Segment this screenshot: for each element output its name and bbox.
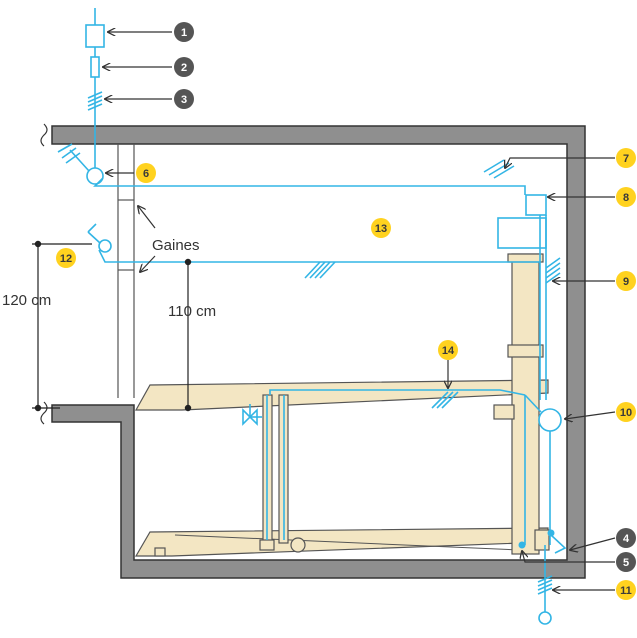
callout-5-number: 5 xyxy=(623,557,629,569)
callout-2: 2 xyxy=(174,57,194,77)
panel-8 xyxy=(497,217,547,249)
callout-11: 11 xyxy=(616,580,636,600)
dimensions xyxy=(32,240,192,412)
device-10 xyxy=(538,408,562,432)
callout-5: 5 xyxy=(616,552,636,572)
callout-10-number: 10 xyxy=(620,407,632,419)
callout-12-number: 12 xyxy=(60,253,72,265)
wiring xyxy=(57,8,567,625)
callout-9: 9 xyxy=(616,271,636,291)
height-110-label: 110 cm xyxy=(168,303,216,320)
callout-14-number: 14 xyxy=(442,345,455,357)
meter-box xyxy=(85,24,105,48)
earth-11 xyxy=(538,611,552,625)
valve-icon xyxy=(242,408,258,426)
callout-2-number: 2 xyxy=(181,62,187,74)
gaines-arrows xyxy=(138,206,156,272)
wall-section xyxy=(51,125,586,579)
beam-bracket xyxy=(493,404,515,420)
callout-13-number: 13 xyxy=(375,223,387,235)
callout-8-number: 8 xyxy=(623,192,629,204)
outlet-12 xyxy=(98,239,112,253)
callout-10: 10 xyxy=(616,402,636,422)
callout-1: 1 xyxy=(174,22,194,42)
wall-break-top xyxy=(40,123,48,147)
fuse xyxy=(90,56,100,78)
panel-8-top xyxy=(525,194,547,216)
callout-8: 8 xyxy=(616,187,636,207)
floor-structures xyxy=(134,253,549,557)
junction-6 xyxy=(86,167,104,185)
earth-dot-4 xyxy=(547,529,555,537)
upper-floor-beam xyxy=(134,379,549,411)
callout-3: 3 xyxy=(174,89,194,109)
callout-6: 6 xyxy=(136,163,156,183)
gaines-ducts xyxy=(117,144,135,398)
callout-6-number: 6 xyxy=(143,168,149,180)
callout-arrows xyxy=(103,32,616,590)
building-walls xyxy=(40,123,586,579)
callout-13: 13 xyxy=(371,218,391,238)
callout-7: 7 xyxy=(616,148,636,168)
callout-14: 14 xyxy=(438,340,458,360)
callout-11-number: 11 xyxy=(620,585,632,597)
callout-4-number: 4 xyxy=(623,533,630,545)
wall-break-bottom xyxy=(40,401,48,425)
column-cap xyxy=(507,253,544,263)
callout-7-number: 7 xyxy=(623,153,629,165)
column-collar xyxy=(507,344,544,358)
callout-12: 12 xyxy=(56,248,76,268)
callout-3-number: 3 xyxy=(181,94,187,106)
earth-dot-5 xyxy=(518,541,526,549)
callout-9-number: 9 xyxy=(623,276,629,288)
height-120-label: 120 cm xyxy=(2,292,51,309)
callout-1-number: 1 xyxy=(181,27,187,39)
gaines-label: Gaines xyxy=(152,237,200,254)
callout-4: 4 xyxy=(616,528,636,548)
